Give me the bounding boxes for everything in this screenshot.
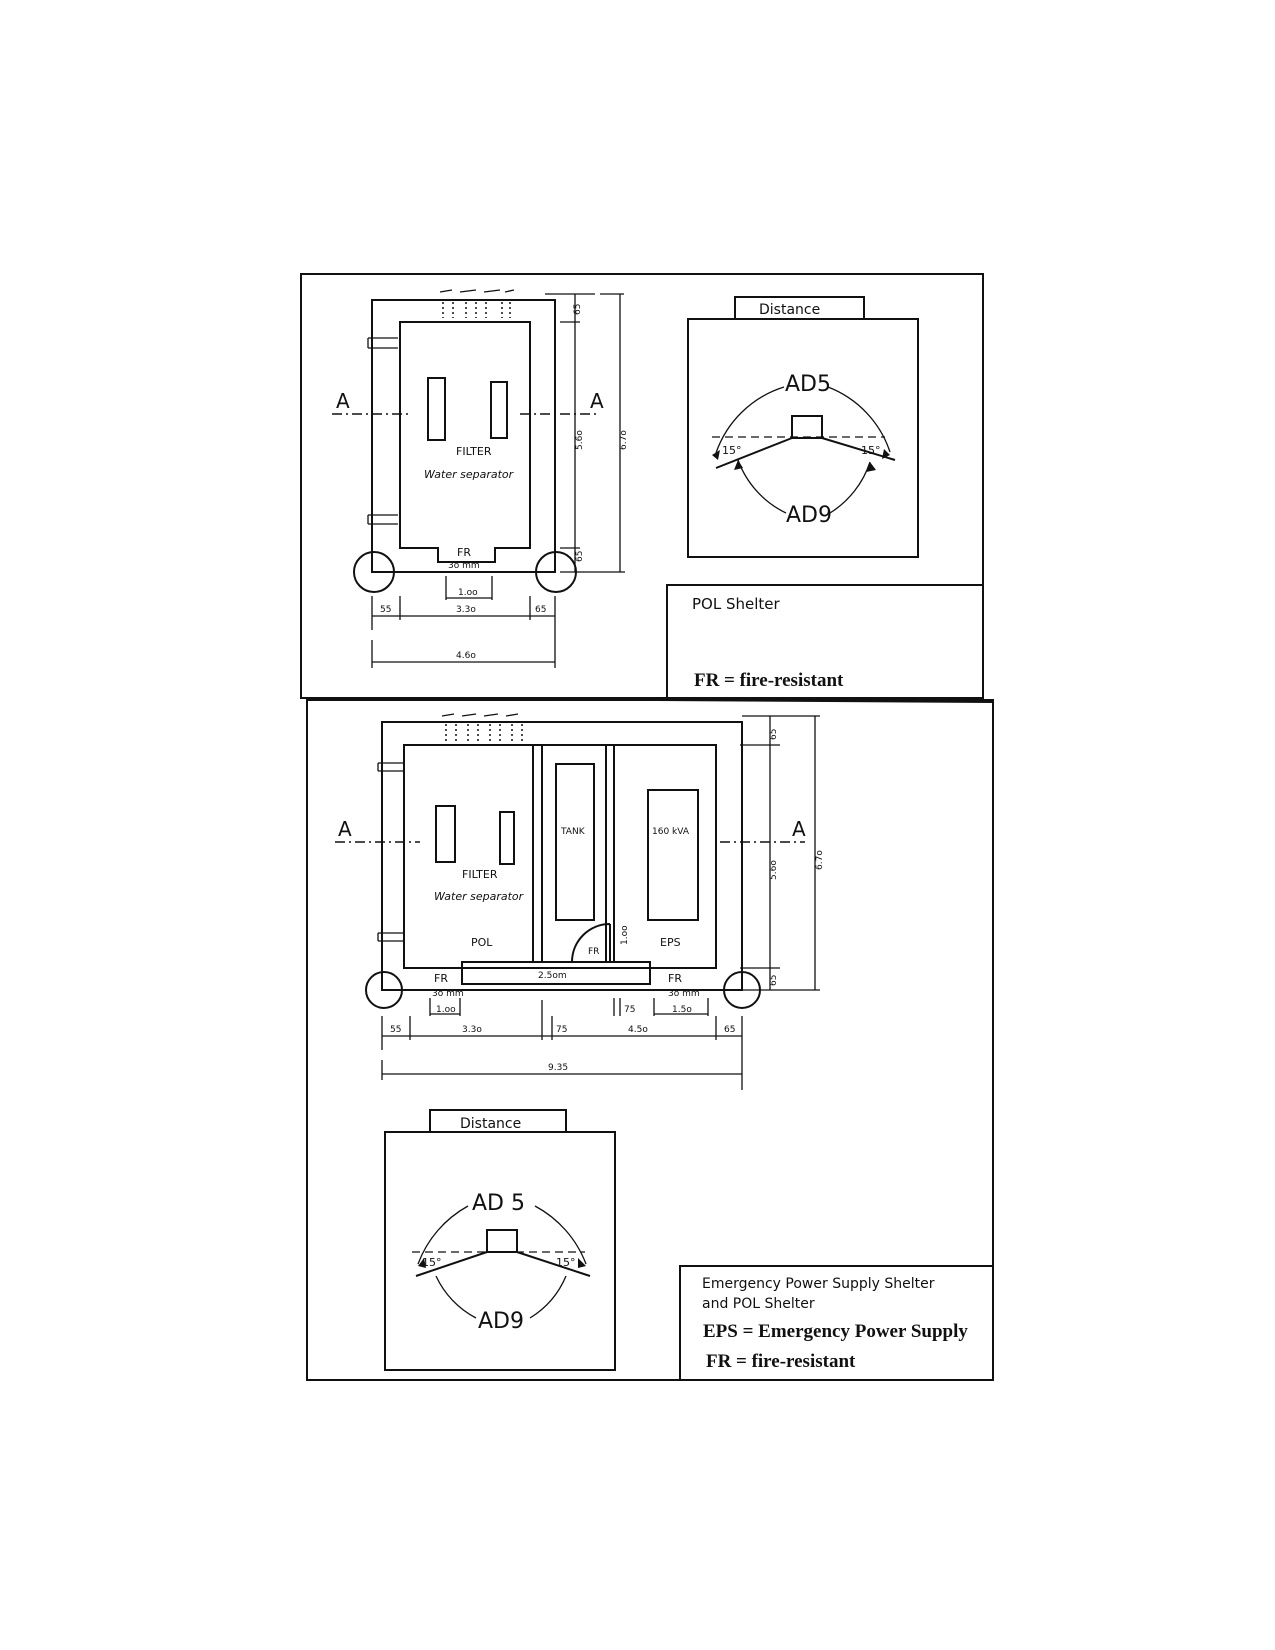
bottom-corridor-dim: 2.5om bbox=[538, 971, 567, 981]
top-filter-label: FILTER bbox=[456, 445, 492, 458]
bottom-fr-door-label: FR bbox=[588, 947, 599, 957]
top-ad5-label: AD5 bbox=[785, 372, 831, 397]
top-dim-total: 4.6o bbox=[456, 651, 476, 661]
top-panel-frame bbox=[300, 273, 984, 699]
bottom-dim-right-1: 65 bbox=[769, 729, 779, 740]
top-legend-title: POL Shelter bbox=[692, 595, 781, 613]
bottom-dim-bottom-3: 75 bbox=[556, 1025, 567, 1035]
bottom-water-separator-label: Water separator bbox=[434, 890, 525, 903]
bottom-opening-right: 3o mm bbox=[668, 989, 700, 999]
top-distance-tab: Distance bbox=[759, 302, 820, 318]
top-filter-left bbox=[427, 377, 446, 441]
bottom-distance-diagram: Distance AD 5 AD9 15° 15° bbox=[384, 1109, 616, 1371]
bottom-dim-total: 9.35 bbox=[548, 1063, 568, 1073]
bottom-opening-left: 3o mm bbox=[432, 989, 464, 999]
top-filter-right bbox=[490, 381, 508, 439]
bottom-eps-label: EPS bbox=[660, 936, 681, 949]
generator-box bbox=[647, 789, 699, 921]
bottom-dim-bottom-1: 55 bbox=[390, 1025, 401, 1035]
bottom-dim-right-3: 6.7o bbox=[815, 850, 825, 870]
bottom-fr-right-label: FR bbox=[668, 972, 682, 985]
top-floor-plan: A A FILTER Water separator FR 3o mm 1.oo… bbox=[332, 289, 629, 668]
bottom-dim-left-door: 1.oo bbox=[436, 1005, 456, 1015]
bottom-legend-eps: EPS = Emergency Power Supply bbox=[703, 1321, 968, 1342]
top-legend-abbrev: FR bbox=[694, 670, 720, 691]
top-door-width: 1.oo bbox=[458, 588, 478, 598]
top-fr-label: FR bbox=[457, 546, 471, 559]
top-dim-bottom-1: 55 bbox=[380, 605, 391, 615]
top-dim-bottom-2: 3.3o bbox=[456, 605, 476, 615]
tank-box bbox=[555, 763, 595, 921]
bottom-filter-left bbox=[435, 805, 456, 863]
bottom-legend-fr-abbrev: FR bbox=[706, 1351, 732, 1372]
top-dim-bottom-3: 65 bbox=[535, 605, 546, 615]
bottom-distance-tab: Distance bbox=[460, 1116, 521, 1132]
bottom-ad9-label: AD9 bbox=[478, 1309, 524, 1334]
bottom-dim-right-4: 65 bbox=[769, 975, 779, 986]
bottom-pol-label: POL bbox=[471, 936, 493, 949]
bottom-kva-label: 160 kVA bbox=[652, 827, 690, 837]
bottom-angle-left: 15° bbox=[422, 1256, 442, 1269]
top-section-mark-right: A bbox=[590, 389, 604, 413]
bottom-filter-right bbox=[499, 811, 515, 865]
bottom-fr-left-label: FR bbox=[434, 972, 448, 985]
bottom-legend-title-2: and POL Shelter bbox=[702, 1296, 815, 1312]
bottom-ad5-label: AD 5 bbox=[472, 1191, 525, 1216]
top-angle-left: 15° bbox=[722, 444, 742, 457]
top-ad9-label: AD9 bbox=[786, 503, 832, 528]
top-angle-right: 15° bbox=[861, 444, 881, 457]
bottom-door-dim: 1.oo bbox=[620, 925, 630, 945]
bottom-legend: Emergency Power Supply Shelter and POL S… bbox=[679, 1265, 993, 1380]
top-water-separator-label: Water separator bbox=[424, 468, 515, 481]
bottom-dim-right-2: 5.6o bbox=[769, 860, 779, 880]
top-dim-right-4: 65 bbox=[575, 551, 585, 562]
bottom-dim-bottom-2: 3.3o bbox=[462, 1025, 482, 1035]
bottom-tank-label: TANK bbox=[560, 827, 586, 837]
bottom-legend-fr-def: = fire-resistant bbox=[736, 1351, 856, 1372]
top-dim-right-1: 65 bbox=[573, 304, 583, 315]
bottom-dim-mid: 75 bbox=[624, 1005, 635, 1015]
bottom-angle-right: 15° bbox=[556, 1256, 576, 1269]
top-legend: POL Shelter FR = fire-resistant bbox=[666, 584, 983, 698]
bottom-dim-bottom-5: 65 bbox=[724, 1025, 735, 1035]
top-wheel-left bbox=[353, 551, 395, 593]
bottom-section-mark-right: A bbox=[792, 817, 806, 841]
top-distance-diagram: Distance AD5 AD9 15° 15° bbox=[687, 296, 919, 558]
bottom-dim-right-door: 1.5o bbox=[672, 1005, 692, 1015]
bottom-floor-plan: A A FILTER Water separator POL TANK 160 … bbox=[335, 713, 825, 1090]
bottom-wheel-left bbox=[365, 971, 403, 1009]
top-section-mark-left: A bbox=[336, 389, 350, 413]
bottom-filter-label: FILTER bbox=[462, 868, 498, 881]
top-dim-right-3: 6.7o bbox=[619, 430, 629, 450]
bottom-section-mark-left: A bbox=[338, 817, 352, 841]
top-dim-right-2: 5.6o bbox=[575, 430, 585, 450]
bottom-dim-bottom-4: 4.5o bbox=[628, 1025, 648, 1035]
bottom-legend-title-1: Emergency Power Supply Shelter bbox=[702, 1276, 935, 1292]
top-opening-width: 3o mm bbox=[448, 561, 480, 571]
top-legend-definition: = fire-resistant bbox=[724, 670, 844, 691]
